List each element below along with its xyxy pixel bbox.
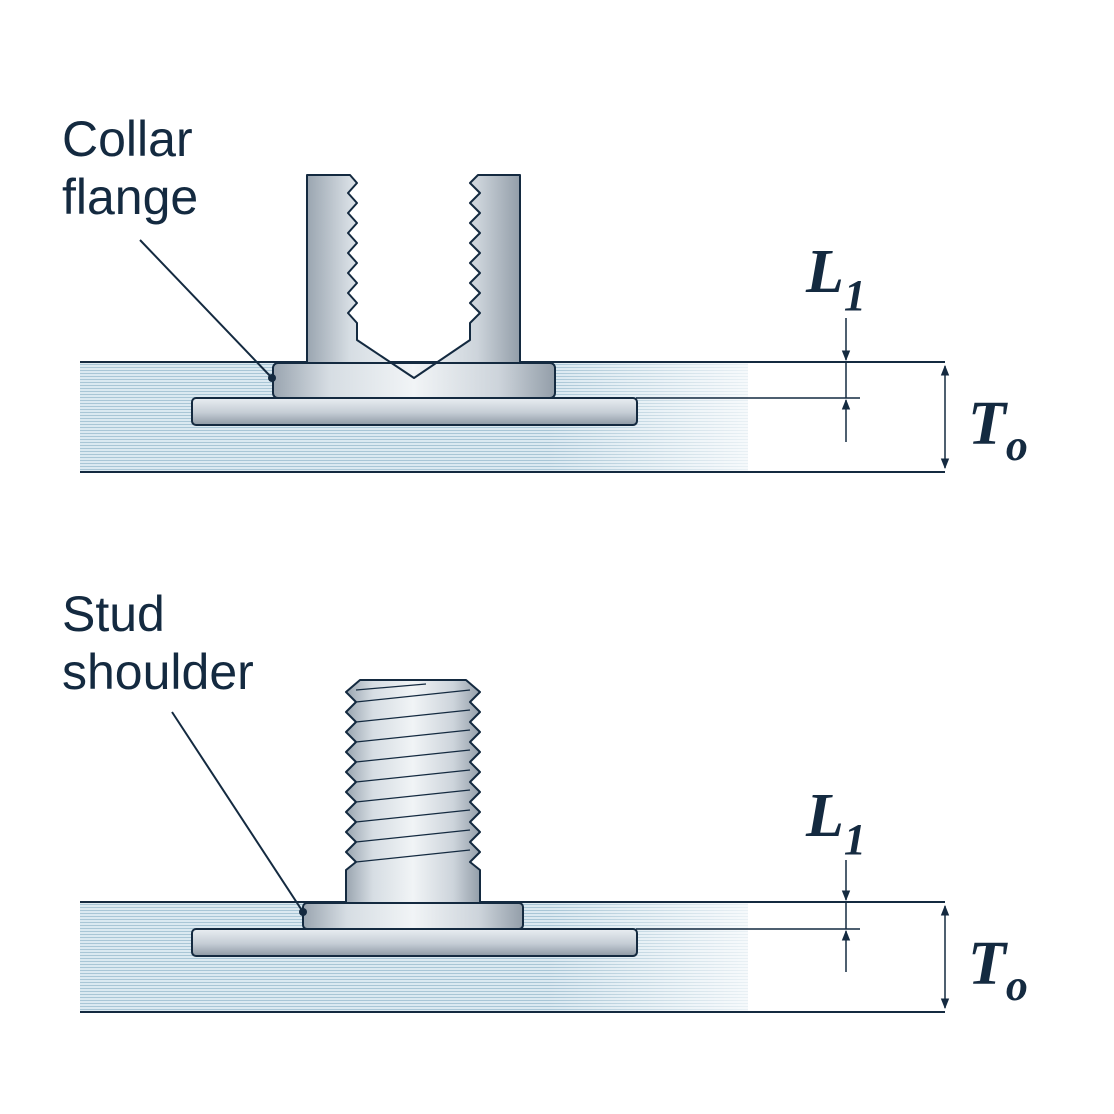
bottom-to-label: To	[968, 930, 1028, 1010]
bottom-assembly: L1 To	[80, 679, 1028, 1013]
bottom-thread-helix-lines	[355, 683, 471, 863]
stud-shoulder-label-line2: shoulder	[62, 644, 254, 700]
collar-flange-label-line1: Collar	[62, 111, 193, 167]
collar-flange-label-line2: flange	[62, 169, 199, 225]
top-head-plate	[191, 397, 638, 426]
bottom-threaded-stud	[345, 679, 481, 904]
top-to-label: To	[968, 390, 1028, 470]
stud-shoulder-callout: Stud shoulder	[62, 585, 254, 701]
collar-flange-callout: Collar flange	[62, 110, 198, 226]
top-threaded-socket	[306, 174, 521, 379]
top-assembly: L1 To	[80, 174, 1028, 473]
stud-shoulder-leader	[171, 711, 304, 913]
stud-shoulder-label-line1: Stud	[62, 586, 165, 642]
stud-shoulder-leader-dot	[299, 908, 307, 916]
bottom-l1-label: L1	[805, 782, 866, 864]
bottom-head-plate	[191, 928, 638, 957]
top-l1-label: L1	[805, 238, 866, 320]
bottom-stud-shoulder	[302, 902, 524, 930]
collar-flange-leader-dot	[268, 374, 276, 382]
collar-flange-leader	[139, 239, 273, 379]
